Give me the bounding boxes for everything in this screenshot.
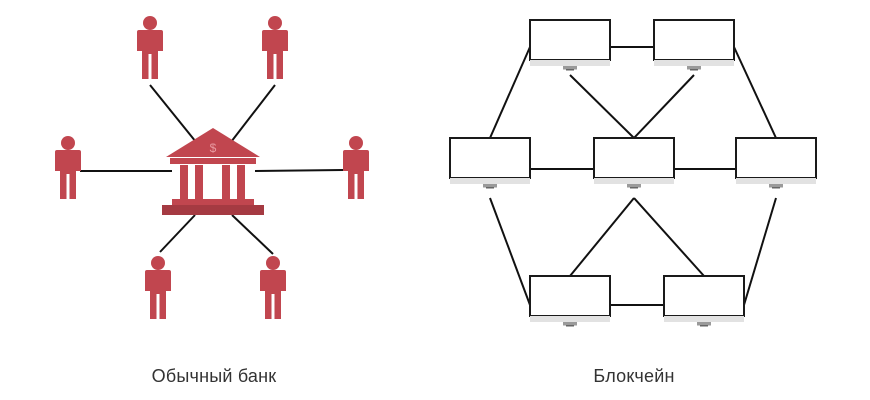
link-line xyxy=(489,197,531,306)
monitor-icon xyxy=(529,19,611,72)
bank-connections xyxy=(80,84,344,255)
blockchain-links xyxy=(489,46,777,306)
person-icon xyxy=(55,136,81,199)
person-icon xyxy=(260,256,286,319)
bank-caption: Обычный банк xyxy=(151,366,277,386)
connection-line xyxy=(230,84,276,143)
person-icon xyxy=(262,16,288,79)
connection-line xyxy=(149,84,197,143)
bank-clients xyxy=(55,16,369,319)
person-icon xyxy=(145,256,171,319)
link-line xyxy=(489,46,531,139)
blockchain-nodes xyxy=(449,19,817,328)
link-line xyxy=(569,74,635,139)
bank-icon: $ xyxy=(162,128,264,215)
dollar-sign: $ xyxy=(210,141,217,155)
monitor-icon xyxy=(663,275,745,328)
link-line xyxy=(633,197,705,277)
monitor-icon xyxy=(653,19,735,72)
blockchain-caption: Блокчейн xyxy=(593,366,675,386)
monitor-icon xyxy=(449,137,531,190)
connection-line xyxy=(254,169,344,172)
monitor-icon xyxy=(529,275,611,328)
monitor-icon xyxy=(593,137,675,190)
link-line xyxy=(569,197,635,277)
connection-line xyxy=(159,214,196,253)
link-line xyxy=(733,46,777,139)
monitor-icon xyxy=(735,137,817,190)
person-icon xyxy=(137,16,163,79)
link-line xyxy=(633,74,695,139)
person-icon xyxy=(343,136,369,199)
connection-line xyxy=(231,214,274,255)
link-line xyxy=(743,197,777,306)
